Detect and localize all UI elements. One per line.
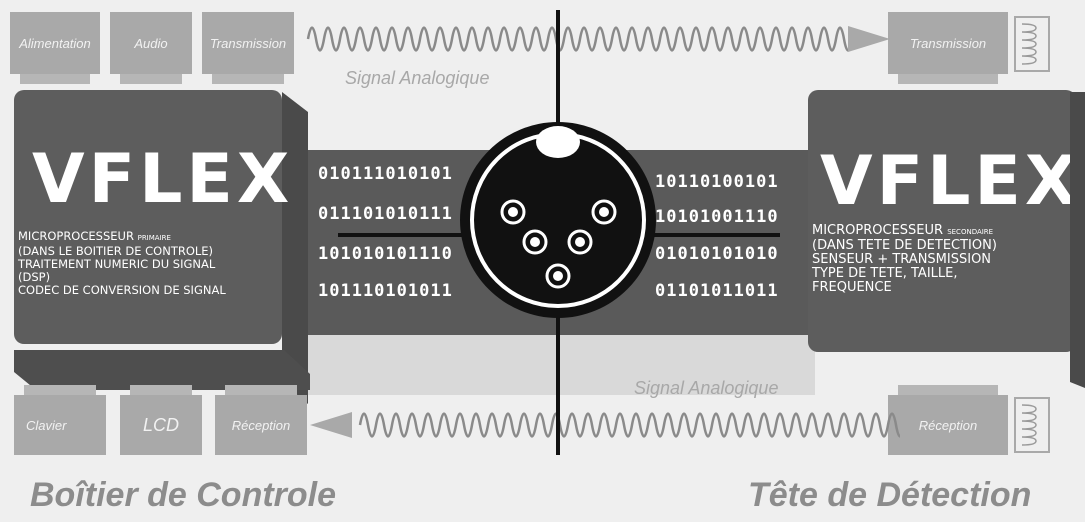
left-spec-line-3: (DSP) (18, 270, 51, 284)
analog-wave-top (306, 26, 890, 52)
left-panel-side (282, 92, 308, 404)
right-brand: VFLEX (820, 142, 1082, 221)
coil-icon-top (1014, 16, 1050, 72)
right-spec-line-2: SENSEUR + TRANSMISSION (812, 252, 992, 267)
chip-reception-left: Réception (215, 385, 307, 455)
chip-alimentation: Alimentation (10, 12, 100, 84)
analog-wave-bottom (310, 412, 900, 438)
binary-right-2: 01010101010 (655, 244, 779, 264)
arrow-right-icon (848, 26, 890, 52)
left-spec-line-1: (DANS LE BOITIER DE CONTROLE) (18, 244, 214, 258)
chip-clavier-label: Clavier (26, 417, 67, 433)
chip-lcd: LCD (120, 385, 202, 455)
left-spec-line-0: MICROPROCESSEUR PRIMAIRE (18, 229, 171, 243)
left-panel-base (14, 350, 310, 390)
binary-left-2: 101010101110 (318, 244, 453, 264)
left-spec-line-2: TRAITEMENT NUMERIC DU SIGNAL (18, 257, 216, 271)
chip-reception-left-label: Réception (231, 417, 291, 433)
binary-right-0: 10110100101 (655, 172, 779, 192)
signal-label-bottom: Signal Analogique (634, 378, 779, 398)
binary-right-3: 01101011011 (655, 281, 779, 301)
footer-left: Boîtier de Controle (30, 476, 337, 514)
left-spec: MICROPROCESSEUR PRIMAIRE (DANS LE BOITIE… (18, 230, 280, 297)
xlr-connector-icon (460, 122, 656, 318)
binary-left-0: 010111010101 (318, 164, 453, 184)
chip-audio-label: Audio (134, 35, 168, 51)
chip-clavier: Clavier (14, 385, 106, 455)
binary-left-1: 011101010111 (318, 204, 453, 224)
band-shadow (285, 335, 815, 395)
chip-transmission-right-label: Transmission (909, 35, 987, 51)
binary-left-3: 101110101011 (318, 281, 453, 301)
chip-alimentation-label: Alimentation (19, 35, 91, 51)
right-spec: MICROPROCESSEUR SECONDAIRE (DANS TETE DE… (812, 224, 1074, 295)
right-panel-side (1070, 92, 1085, 388)
footer-right: Tête de Détection (748, 476, 1032, 514)
arrow-left-icon (310, 412, 352, 438)
chip-audio: Audio (110, 12, 192, 84)
right-spec-line-0: MICROPROCESSEUR SECONDAIRE (812, 223, 994, 238)
signal-label-top: Signal Analogique (345, 68, 490, 88)
right-spec-line-3: TYPE DE TETE, TAILLE, (812, 266, 958, 281)
left-brand: VFLEX (32, 140, 294, 219)
chip-reception-right-label: Réception (918, 417, 978, 433)
coil-icon-bottom (1014, 397, 1050, 453)
chip-reception-right: Réception (888, 385, 1008, 455)
chip-lcd-label: LCD (142, 414, 179, 435)
right-spec-line-4: FREQUENCE (812, 280, 892, 295)
right-spec-line-1: (DANS TETE DE DETECTION) (812, 238, 997, 253)
binary-right-1: 10101001110 (655, 207, 779, 227)
left-panel: VFLEX MICROPROCESSEUR PRIMAIRE (DANS LE … (14, 90, 289, 344)
right-panel: VFLEX MICROPROCESSEUR SECONDAIRE (DANS T… (808, 90, 1077, 352)
chip-transmission-right: Transmission (888, 12, 1008, 84)
chip-transmission-left: Transmission (202, 12, 294, 84)
chip-transmission-left-label: Transmission (209, 35, 287, 51)
left-spec-line-4: CODEC DE CONVERSION DE SIGNAL (18, 283, 226, 297)
